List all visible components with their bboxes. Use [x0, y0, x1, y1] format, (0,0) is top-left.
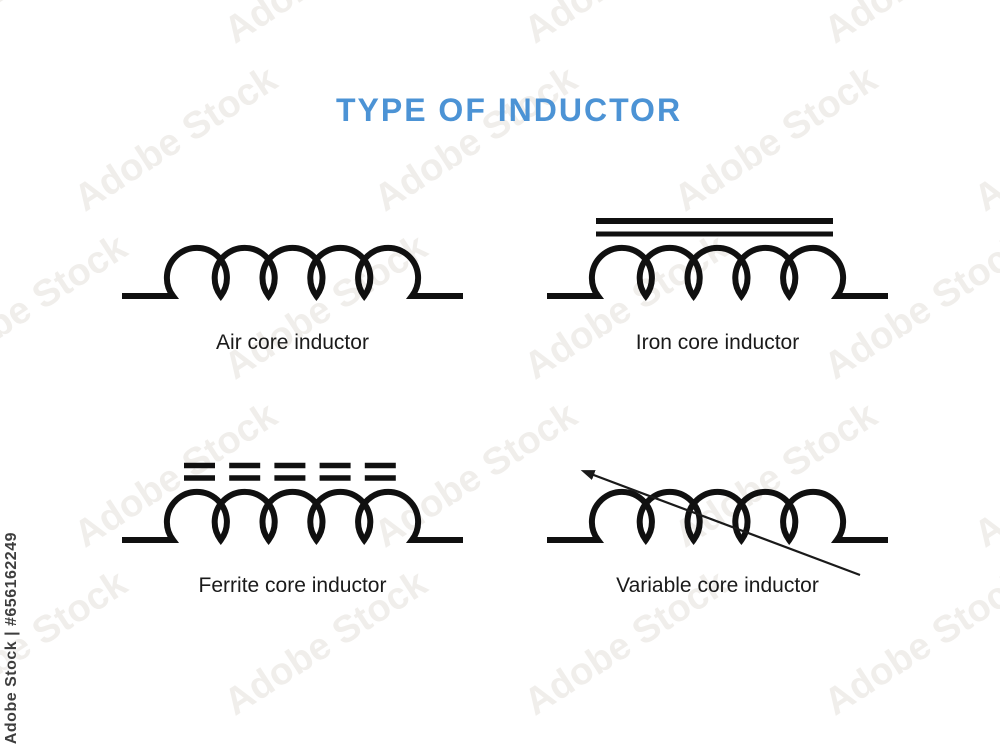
air-core-inductor-symbol [122, 244, 463, 301]
watermark-tile: Adobe Stock [517, 0, 735, 53]
iron-core-label: Iron core inductor [635, 331, 800, 354]
coil-winding [547, 244, 888, 301]
watermark-tile: Adobe Stock [817, 0, 1000, 53]
watermark-tile: Adobe Stock [217, 0, 435, 53]
coil-winding [122, 244, 463, 301]
watermark-tile: Adobe Stock [0, 0, 135, 53]
ferrite-core-inductor-symbol [122, 462, 463, 545]
coil-winding [547, 488, 888, 545]
variable-core-inductor-symbol [547, 470, 888, 577]
variable-core-label: Variable core inductor [616, 574, 819, 597]
watermark-tile: Adobe Stock [367, 58, 585, 220]
iron-core-bars [596, 218, 833, 237]
ferrite-core-dashes [184, 462, 396, 481]
page-title: TYPE OF INDUCTOR [335, 92, 683, 128]
watermark-tile: Adobe Stock [967, 58, 1000, 220]
watermark-tile: Adobe Stock [667, 58, 885, 220]
watermark-tile: Adobe Stock [967, 394, 1000, 556]
stock-credit-watermark: Adobe Stock | #656162249 [3, 531, 20, 744]
variable-arrow-icon [580, 470, 861, 577]
watermark-tile: Adobe Stock [67, 58, 285, 220]
ferrite-core-label: Ferrite core inductor [198, 574, 387, 597]
air-core-label: Air core inductor [216, 331, 369, 354]
iron-core-inductor-symbol [547, 218, 888, 301]
watermark-tile: Adobe Stock [0, 226, 135, 388]
coil-winding [122, 488, 463, 545]
